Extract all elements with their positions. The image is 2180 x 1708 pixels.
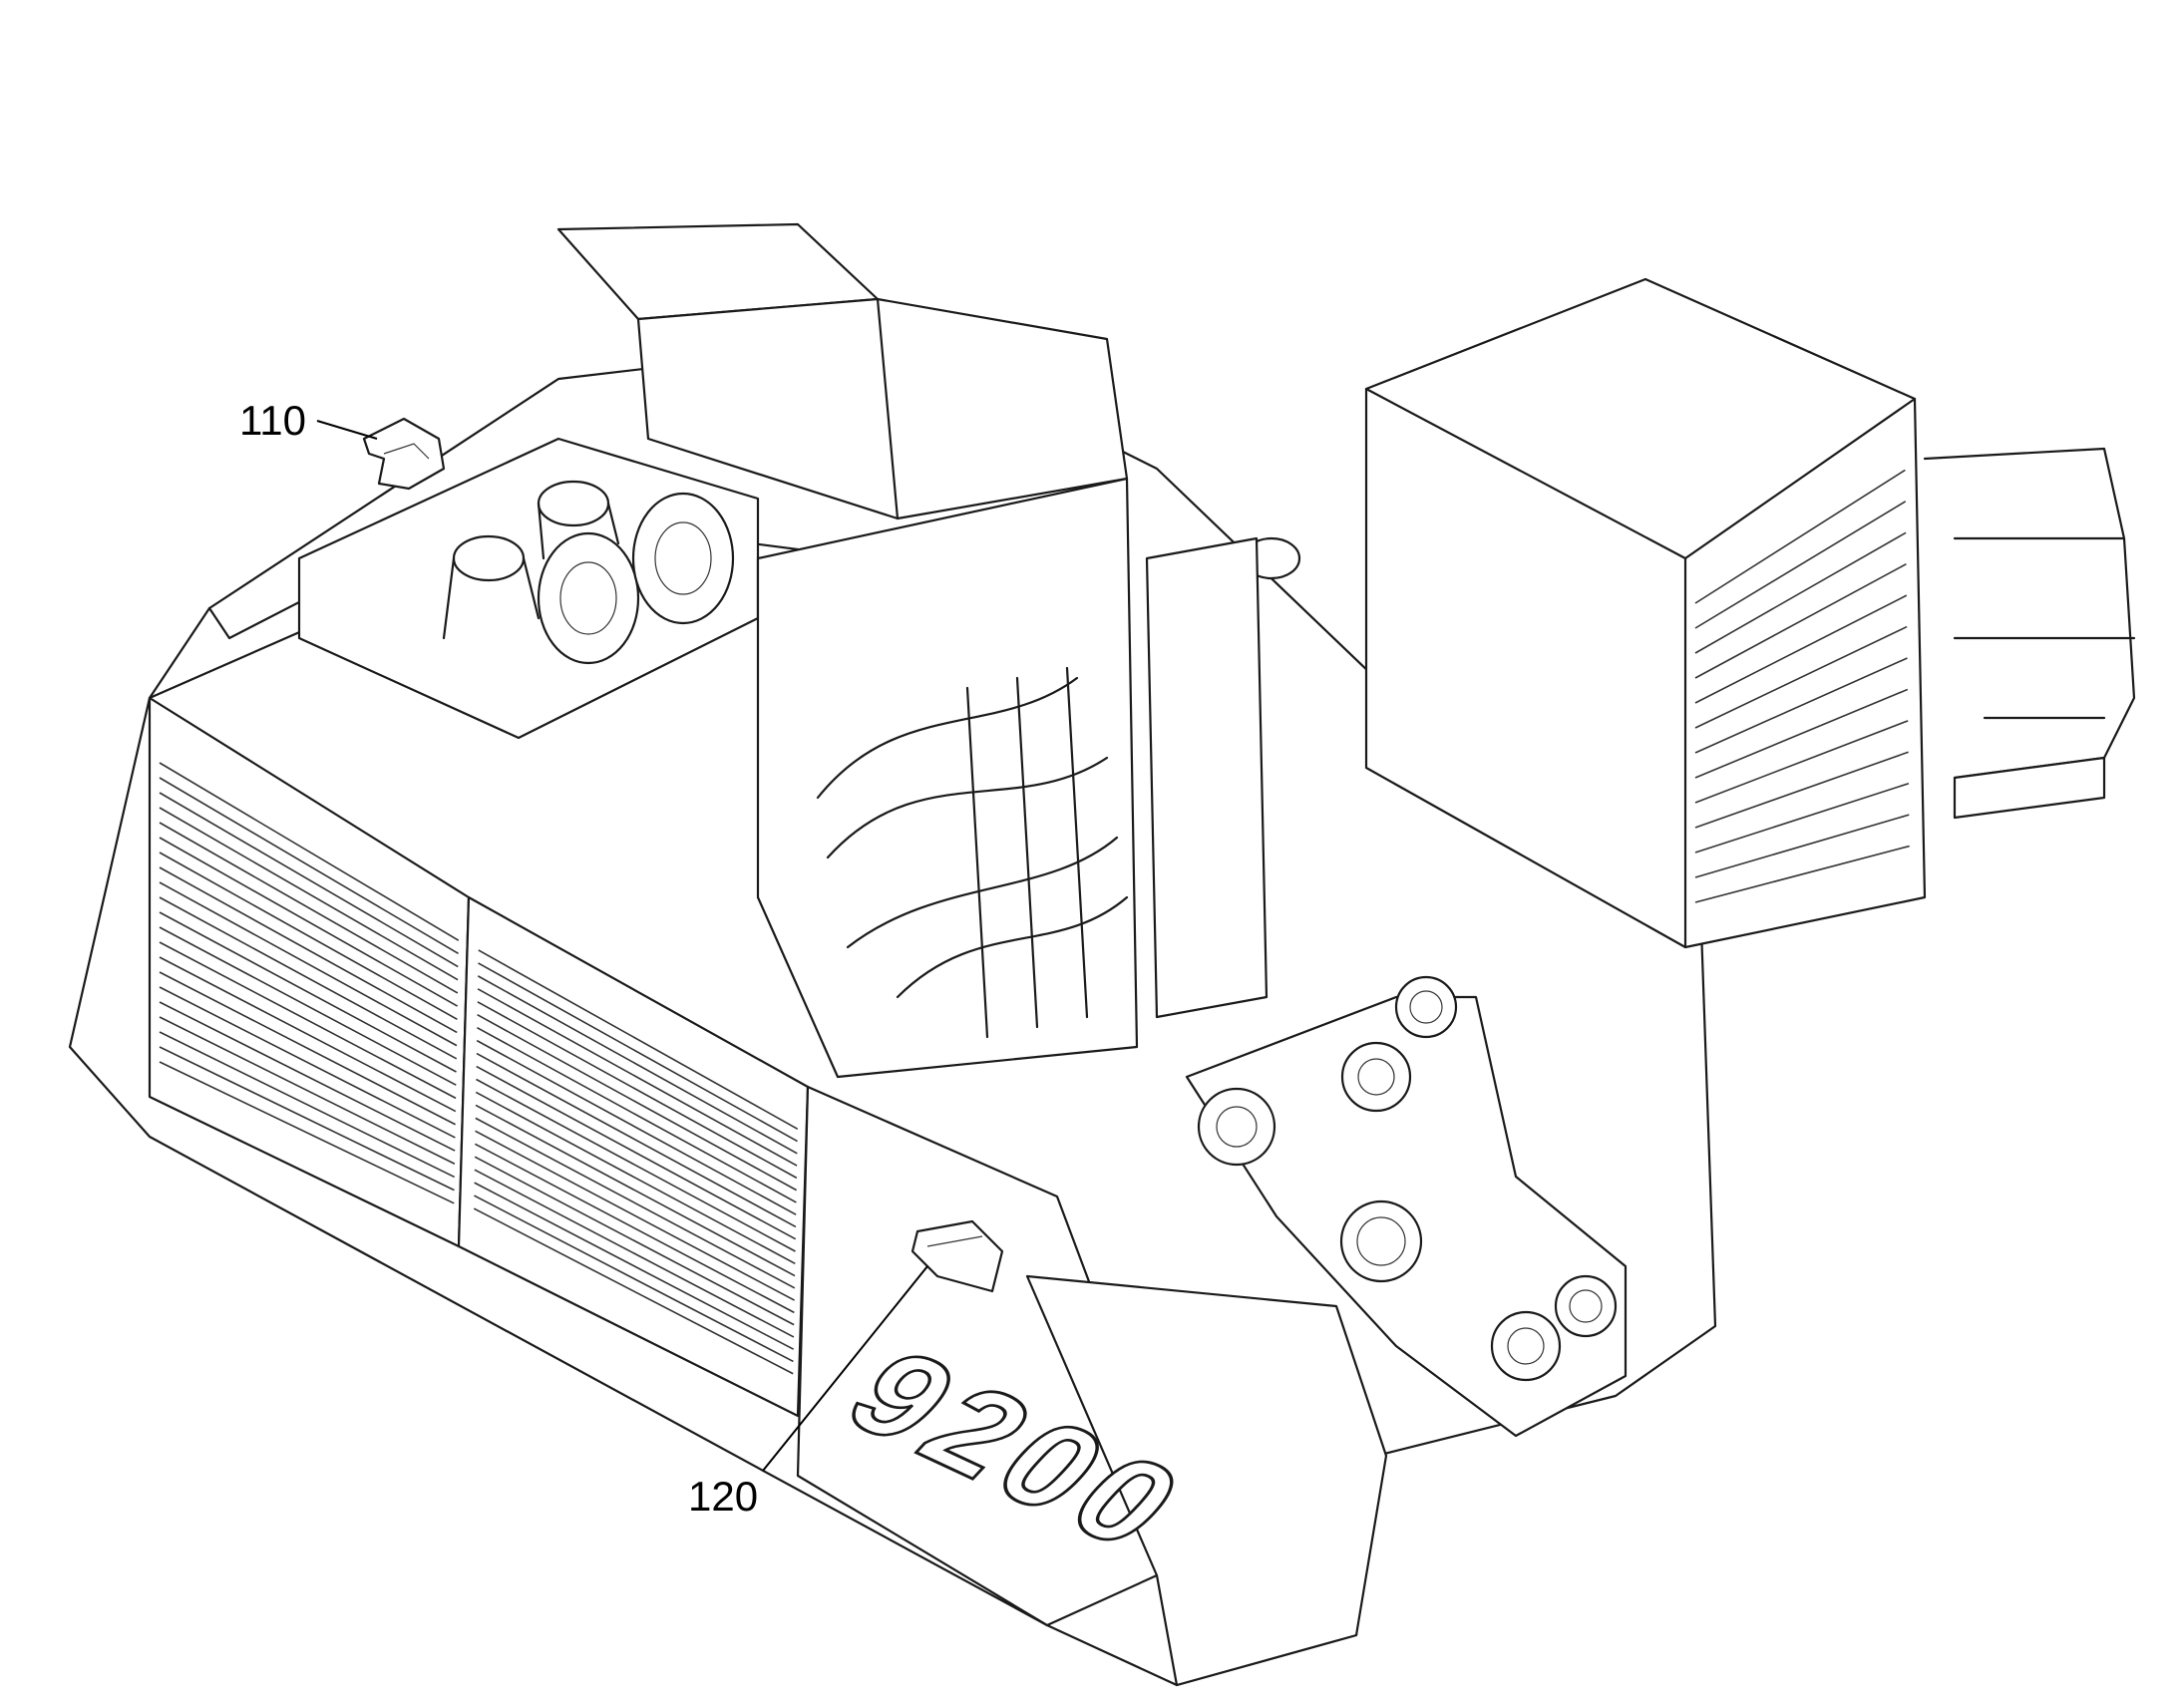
grille-slat [477, 975, 798, 1155]
callout-label-120: 120 [688, 1473, 758, 1520]
front-side-panel: 9200 [796, 1085, 1388, 1687]
cooler-fin [1694, 814, 1910, 878]
grille-slat [159, 941, 457, 1100]
grille-slat [475, 1091, 796, 1264]
middle-grille-panel [457, 895, 810, 1418]
grille-slat [474, 1143, 795, 1314]
grille-slat [159, 762, 460, 941]
grille-slat [159, 807, 459, 981]
grille-slat [477, 1014, 798, 1192]
grille-slat [159, 822, 459, 994]
grille-slat [475, 1117, 796, 1289]
cooler-module [1364, 277, 1927, 949]
grille-slat [159, 956, 457, 1113]
grille-slat [159, 1016, 456, 1165]
grille-slat [476, 1065, 797, 1240]
left-grille-panel [148, 696, 471, 1248]
grille-slat [474, 1156, 795, 1326]
grille-slat [478, 949, 799, 1130]
grille-slat [473, 1207, 794, 1375]
grille-slat [159, 986, 456, 1139]
grille-slat [159, 792, 459, 968]
cooler-fin [1694, 469, 1906, 604]
part-110-bracket [362, 417, 446, 491]
cooler-fin [1694, 501, 1907, 629]
cooler-fin [1694, 845, 1910, 903]
cooler-fin [1694, 782, 1910, 854]
cooler-fin [1694, 657, 1908, 754]
engine-hood [297, 222, 1129, 740]
grille-slat [159, 881, 458, 1047]
grille-slat [159, 837, 459, 1007]
cooler-fin [1694, 751, 1909, 829]
leader-line-110 [316, 420, 378, 440]
grille-slat [474, 1195, 794, 1363]
grille-slat [159, 1031, 456, 1179]
handrail-platform [1923, 447, 2136, 820]
callout-120: 120 [688, 1265, 928, 1520]
part-120-light-housing [910, 1219, 1004, 1293]
grille-slat [474, 1169, 795, 1338]
callout-label-110: 110 [239, 397, 306, 444]
grille-slat [159, 971, 456, 1126]
grille-slat [477, 1026, 797, 1203]
grille-slat [159, 911, 457, 1073]
air-filter-assembly [442, 480, 735, 665]
cooler-fin [1694, 563, 1907, 679]
callout-110: 110 [239, 397, 378, 444]
grille-slat [477, 988, 798, 1167]
cooler-fin [1694, 625, 1908, 729]
grille-slat [475, 1130, 795, 1301]
grille-slat [475, 1104, 796, 1277]
cooler-fin [1694, 531, 1907, 654]
grille-slat [476, 1039, 797, 1215]
grille-slat [159, 1061, 455, 1204]
grille-slat [159, 777, 459, 955]
grille-slat [159, 896, 458, 1060]
boom-foot-bracket [1185, 975, 1628, 1438]
grille-slat [159, 852, 458, 1020]
cooler-fin [1694, 720, 1909, 804]
cooler-fin [1694, 594, 1908, 704]
grille-slat [474, 1182, 795, 1350]
grille-slat [476, 1052, 797, 1228]
grille-slat [159, 1001, 456, 1152]
leader-line-120 [762, 1265, 928, 1472]
grille-slat [477, 1001, 798, 1180]
grille-slat [159, 926, 457, 1086]
engine-compartment [756, 477, 1301, 1079]
grille-slat [159, 866, 458, 1034]
grille-slat [159, 1046, 455, 1192]
grille-slat [476, 1078, 796, 1252]
cooler-fin [1694, 688, 1909, 779]
grille-slat [478, 962, 798, 1143]
